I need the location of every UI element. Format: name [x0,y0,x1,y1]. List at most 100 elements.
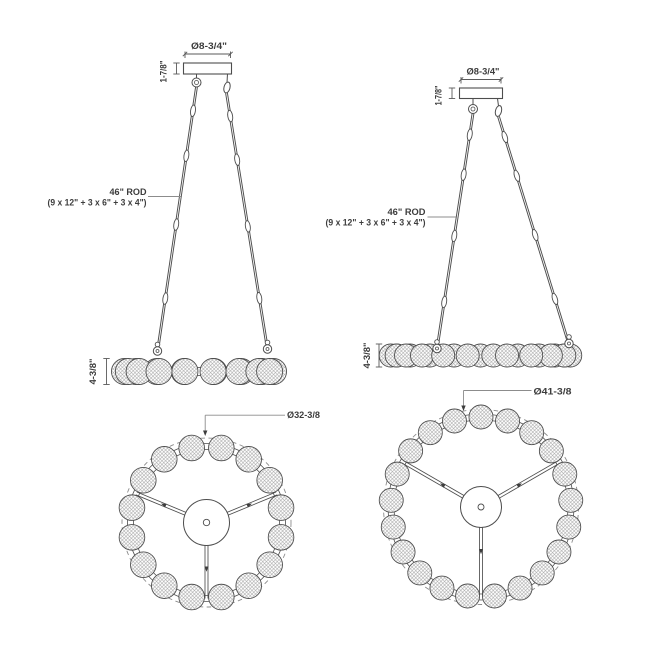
crystal-sphere-hatch [456,584,479,608]
crystal-sphere-hatch [172,359,198,384]
attachment-knob [432,343,442,354]
plan-view-small [118,414,295,611]
overall-diameter-dashed-circle [121,437,292,608]
crystal-sphere-hatch [520,344,543,367]
crystal-sphere-hatch [547,540,571,564]
crystal-sphere-hatch [226,359,252,384]
crystal-sphere-hatch [557,515,581,539]
rod-coupler [551,292,559,305]
crystal-sphere-hatch [257,552,282,577]
hang-ring [194,80,199,85]
elevation-view-large [375,76,583,368]
crystal-sphere-hatch [236,447,261,472]
crystal-sphere-hatch [381,515,405,539]
hang-stem [497,98,499,107]
attachment-knob [265,347,270,351]
crystal-sphere-hatch [559,488,583,512]
hang-ring [191,77,202,88]
link-ring-mask [127,443,286,602]
center-hole [477,503,485,511]
canopy-diameter-label: Ø8-3/4" [467,67,500,77]
dimension-labels: Ø8-3/4" 1-7/8" 46" ROD (9 x 12" + 3 x 6"… [48,41,572,420]
attachment-loop [566,334,572,340]
hang-ring [468,104,478,114]
canopy-height-label: 1-7/8" [434,86,444,106]
canopy-diameter-label: Ø8-3/4" [191,41,227,51]
rod-coupler [173,218,180,231]
crystal-sphere-hatch [131,552,156,577]
crystal-sphere-hatch [179,435,204,461]
rod-coupler [256,292,263,305]
hang-ring [470,106,476,112]
rod-coupler [460,168,467,181]
ring-diameter-label: Ø41-3/8 [534,387,572,397]
crystal-sphere-hatch [456,344,479,367]
rod-coupler [531,229,539,242]
ring-height-label: 4-3/8" [362,343,372,369]
arm-connector-arrow [161,503,167,508]
crystal-sphere-hatch [418,421,442,445]
crystal-sphere-hatch [539,439,563,463]
crystal-sphere-hatch [257,359,283,384]
arm-connector-arrow [479,549,483,555]
crystal-sphere-hatch [146,359,172,384]
rod-coupler [441,295,448,309]
ring-diameter-label: Ø32-3/8 [287,410,320,420]
arm-connector-arrow [246,503,252,508]
leader-arrowhead [461,405,466,411]
attachment-knob [567,341,571,346]
crystal-sphere-hatch [379,488,403,512]
elevation-view-small [103,51,287,385]
ring-height-label: 4-3/8" [88,359,98,385]
crystal-sphere-hatch [408,561,432,585]
rod-segments-label: (9 x 12" + 3 x 6" + 3 x 4") [326,218,426,228]
hang-stem [226,73,228,83]
crystal-sphere-hatch [430,576,454,600]
crystal-sphere-hatch [179,584,204,610]
crystal-sphere-hatch [443,409,466,433]
attachment-knob [155,349,160,353]
rod-coupler [183,149,190,162]
rod-coupler [451,229,458,243]
rod-coupler [501,130,509,144]
plan-view-large [378,390,584,609]
dimension-tick [182,51,188,57]
crystal-sphere-hatch [520,421,544,445]
crystal-sphere-hatch [152,447,177,472]
crystal-sphere-hatch [131,468,156,493]
ceiling-canopy [458,87,504,100]
attachment-knob [262,344,273,354]
crystal-sphere-hatch [411,344,433,367]
attachment-knob [564,338,574,349]
crystal-sphere-hatch [268,525,294,550]
rod-coupler [162,292,169,305]
crystal-sphere-hatch [530,561,554,585]
crystal-sphere-hatch [539,344,562,367]
rod-length-label: 46" ROD [388,207,426,217]
crystal-sphere-hatch [268,495,294,520]
rod-coupler [466,128,473,141]
crystal-sphere-hatch [152,573,177,598]
rod-coupler [227,109,234,123]
link-ring [133,449,280,596]
attachment-loop [154,341,161,348]
drawing-geometry [103,51,584,611]
attachment-loop [264,339,271,346]
crystal-sphere-hatch [483,584,506,608]
crystal-sphere-hatch [209,435,234,461]
arm-connector-arrow [440,483,446,488]
crystal-sphere-hatch [553,462,577,486]
attachment-knob [152,346,163,356]
crystal-sphere-hatch [119,495,145,520]
crystal-sphere-hatch [209,584,234,610]
attachment-knob [435,346,439,351]
crystal-sphere-hatch [469,405,493,429]
rod-coupler [190,104,196,118]
dimension-tick [498,76,504,83]
link-ring [127,443,286,602]
crystal-sphere-hatch [391,540,415,564]
leader-arrowhead [203,430,208,436]
center-hole [202,518,211,527]
crystal-sphere-hatch [508,576,532,600]
